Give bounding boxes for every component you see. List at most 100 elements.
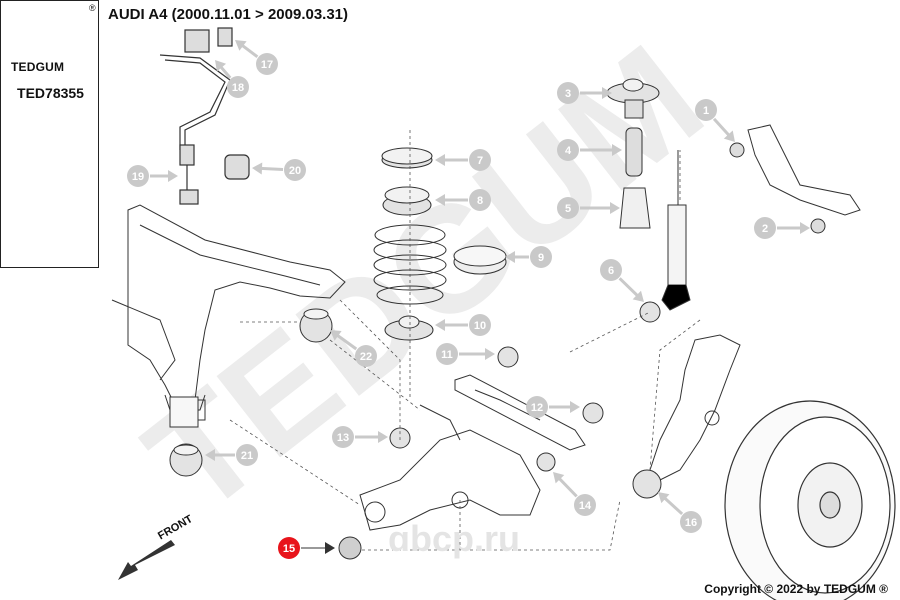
callout-circle-10 — [469, 314, 491, 336]
callout-14: 14 — [553, 472, 596, 516]
callout-6: 6 — [600, 259, 644, 302]
callout-arrowhead-12 — [570, 401, 580, 413]
spring-assembly — [373, 147, 507, 341]
callout-21: 21 — [205, 444, 258, 466]
site-watermark: ɑbcp.ru — [388, 518, 520, 559]
callout-circle-2 — [754, 217, 776, 239]
shock-absorber — [606, 78, 691, 311]
callout-arrowhead-16 — [658, 492, 670, 504]
callout-19: 19 — [127, 165, 178, 187]
callout-circle-12 — [526, 396, 548, 418]
callout-circle-20 — [284, 159, 306, 181]
callout-arrowhead-9 — [505, 251, 515, 263]
upper-links — [454, 374, 586, 451]
callout-4: 4 — [557, 139, 622, 161]
callout-12: 12 — [526, 396, 580, 418]
front-arrow — [118, 540, 175, 580]
callout-label-9: 9 — [538, 252, 544, 264]
callout-arrowhead-18 — [215, 60, 227, 72]
callout-circle-16 — [680, 511, 702, 533]
callout-arrowhead-21 — [205, 449, 215, 461]
callout-label-10: 10 — [474, 320, 486, 332]
callout-arrowhead-14 — [553, 472, 565, 484]
copyright-notice: Copyright © 2022 by TEDGUM ® — [704, 582, 888, 596]
callout-arrowhead-5 — [610, 202, 620, 214]
callout-10: 10 — [435, 314, 491, 336]
callout-circle-22 — [355, 345, 377, 367]
callout-label-20: 20 — [289, 165, 301, 177]
callout-7: 7 — [435, 149, 491, 171]
callout-label-8: 8 — [477, 195, 483, 207]
callout-8: 8 — [435, 189, 491, 211]
callout-circle-5 — [557, 197, 579, 219]
callout-arrowhead-11 — [485, 348, 495, 360]
callout-9: 9 — [505, 246, 552, 268]
callout-circle-19 — [127, 165, 149, 187]
callout-label-19: 19 — [132, 171, 144, 183]
upper-wishbone — [729, 124, 861, 234]
callout-label-22: 22 — [360, 351, 372, 363]
stabilizer-bar — [159, 27, 250, 205]
callout-arrowhead-20 — [252, 162, 263, 175]
part-number: TED78355 — [17, 85, 84, 101]
callout-18: 18 — [215, 60, 249, 98]
callout-circle-7 — [469, 149, 491, 171]
callout-arrowhead-3 — [602, 87, 612, 99]
callout-20: 20 — [252, 159, 306, 181]
callout-label-1: 1 — [703, 105, 709, 117]
callout-circle-1 — [695, 99, 717, 121]
callout-circle-13 — [332, 426, 354, 448]
part-sidebar: ® TEDGUM TED78355 — [0, 0, 99, 268]
callout-arrowhead-6 — [632, 290, 644, 302]
callout-arrowhead-8 — [435, 194, 445, 206]
callout-circle-15 — [278, 537, 300, 559]
callout-arrowhead-7 — [435, 154, 445, 166]
callout-circle-17 — [256, 53, 278, 75]
callout-circle-6 — [600, 259, 622, 281]
callout-label-21: 21 — [241, 450, 253, 462]
callout-13: 13 — [332, 426, 388, 448]
callout-arrowhead-22 — [330, 330, 342, 341]
callout-16: 16 — [658, 492, 702, 533]
callout-label-2: 2 — [762, 223, 768, 235]
callout-leader-16 — [661, 494, 684, 516]
callout-15: 15 — [278, 537, 335, 559]
callout-leader-14 — [556, 475, 578, 498]
callout-2: 2 — [754, 217, 810, 239]
callout-label-16: 16 — [685, 517, 697, 529]
callout-circle-4 — [557, 139, 579, 161]
callout-label-17: 17 — [261, 59, 273, 71]
callout-label-5: 5 — [565, 203, 571, 215]
callout-arrowhead-2 — [800, 222, 810, 234]
wheel — [724, 400, 896, 600]
wheel-knuckle — [649, 334, 741, 481]
callout-arrowhead-1 — [723, 130, 735, 142]
registered-mark: ® — [89, 3, 96, 13]
lower-control-arm — [359, 404, 541, 531]
callout-circle-8 — [469, 189, 491, 211]
callout-leader-22 — [333, 332, 358, 351]
callout-label-14: 14 — [579, 500, 592, 512]
callout-label-4: 4 — [565, 145, 572, 157]
callout-circle-21 — [236, 444, 258, 466]
callout-label-18: 18 — [232, 82, 244, 94]
vehicle-title: AUDI A4 (2000.11.01 > 2009.03.31) — [108, 6, 349, 23]
callout-arrowhead-15 — [325, 542, 335, 554]
callout-label-6: 6 — [608, 265, 614, 277]
bushings — [169, 301, 662, 560]
callout-circle-3 — [557, 82, 579, 104]
callout-22: 22 — [330, 330, 377, 367]
callout-circle-18 — [227, 76, 249, 98]
callout-3: 3 — [557, 82, 612, 104]
callout-arrowhead-19 — [168, 170, 178, 182]
callout-circle-9 — [530, 246, 552, 268]
callout-5: 5 — [557, 197, 620, 219]
callout-arrowhead-13 — [378, 431, 388, 443]
brand-name: TEDGUM — [11, 60, 65, 74]
callout-label-11: 11 — [441, 349, 453, 361]
callout-17: 17 — [235, 40, 278, 75]
callout-leader-20 — [257, 166, 284, 171]
callout-arrowhead-4 — [612, 144, 622, 156]
callout-label-13: 13 — [337, 432, 349, 444]
